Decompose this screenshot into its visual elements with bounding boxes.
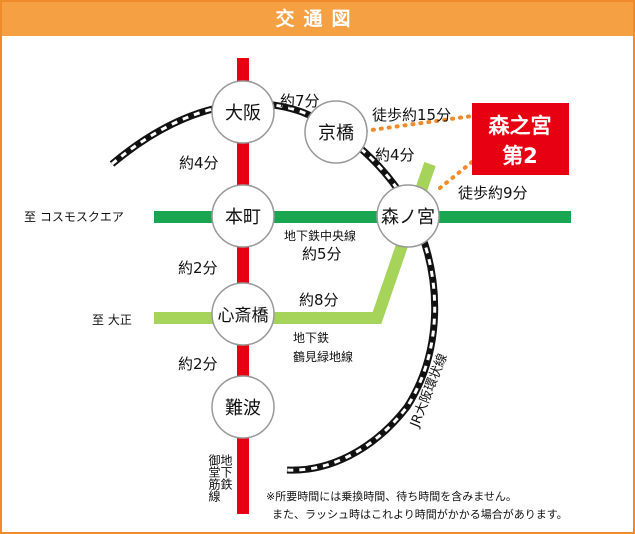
walk-route-morinomiya — [438, 160, 474, 190]
station-honmachi: 本町 — [211, 184, 275, 248]
label-midosuji-col2: 地下鉄 — [219, 454, 233, 490]
station-kyobashi: 京橋 — [304, 100, 368, 164]
time-osaka-honmachi: 約4分 — [179, 154, 219, 172]
note-line-1: ※所要時間には乗換時間、待ち時間を含みません。 — [266, 489, 517, 503]
destination-building: 第2 — [502, 144, 538, 168]
time-shinsaibashi-morinomiya: 約8分 — [299, 291, 339, 309]
destination-box — [472, 103, 569, 175]
time-walk-kyobashi: 徒歩約15分 — [372, 106, 451, 124]
station-namba-label: 難波 — [225, 398, 261, 419]
label-chuo-line: 地下鉄中央線 — [284, 228, 356, 243]
walk-route-kyobashi — [355, 114, 474, 134]
station-namba: 難波 — [211, 375, 275, 439]
station-kyobashi-label: 京橋 — [318, 123, 354, 144]
time-osaka-kyobashi: 約7分 — [280, 92, 320, 110]
station-shinsaibashi-label: 心斎橋 — [218, 306, 269, 326]
direction-taisho: 至 大正 — [92, 313, 132, 327]
time-honmachi-morinomiya: 約5分 — [302, 245, 342, 263]
label-midosuji-col1: 御堂筋線 — [207, 453, 221, 502]
station-honmachi-label: 本町 — [225, 207, 261, 228]
station-osaka-label: 大阪 — [225, 103, 261, 124]
header-bar: 交通図 — [2, 2, 633, 36]
time-honmachi-shinsaibashi: 約2分 — [178, 259, 218, 277]
direction-cosmosquare: 至 コスモスクエア — [24, 210, 124, 224]
station-morinomiya-label: 森ノ宮 — [381, 207, 435, 228]
time-kyobashi-morinomiya: 約4分 — [375, 146, 415, 164]
station-osaka: 大阪 — [211, 80, 275, 144]
label-nagahori-line-1: 地下鉄 — [293, 330, 329, 345]
note-line-2: また、ラッシュ時はこれより時間がかかる場合があります。 — [272, 507, 568, 521]
destination-name: 森之宮 — [489, 114, 552, 138]
station-shinsaibashi: 心斎橋 — [211, 282, 275, 346]
header-title: 交通図 — [275, 8, 360, 30]
time-shinsaibashi-namba: 約2分 — [178, 355, 218, 373]
time-walk-morinomiya: 徒歩約9分 — [458, 184, 528, 202]
label-nagahori-line-2: 鶴見緑地線 — [293, 349, 353, 364]
station-morinomiya: 森ノ宮 — [376, 184, 440, 248]
